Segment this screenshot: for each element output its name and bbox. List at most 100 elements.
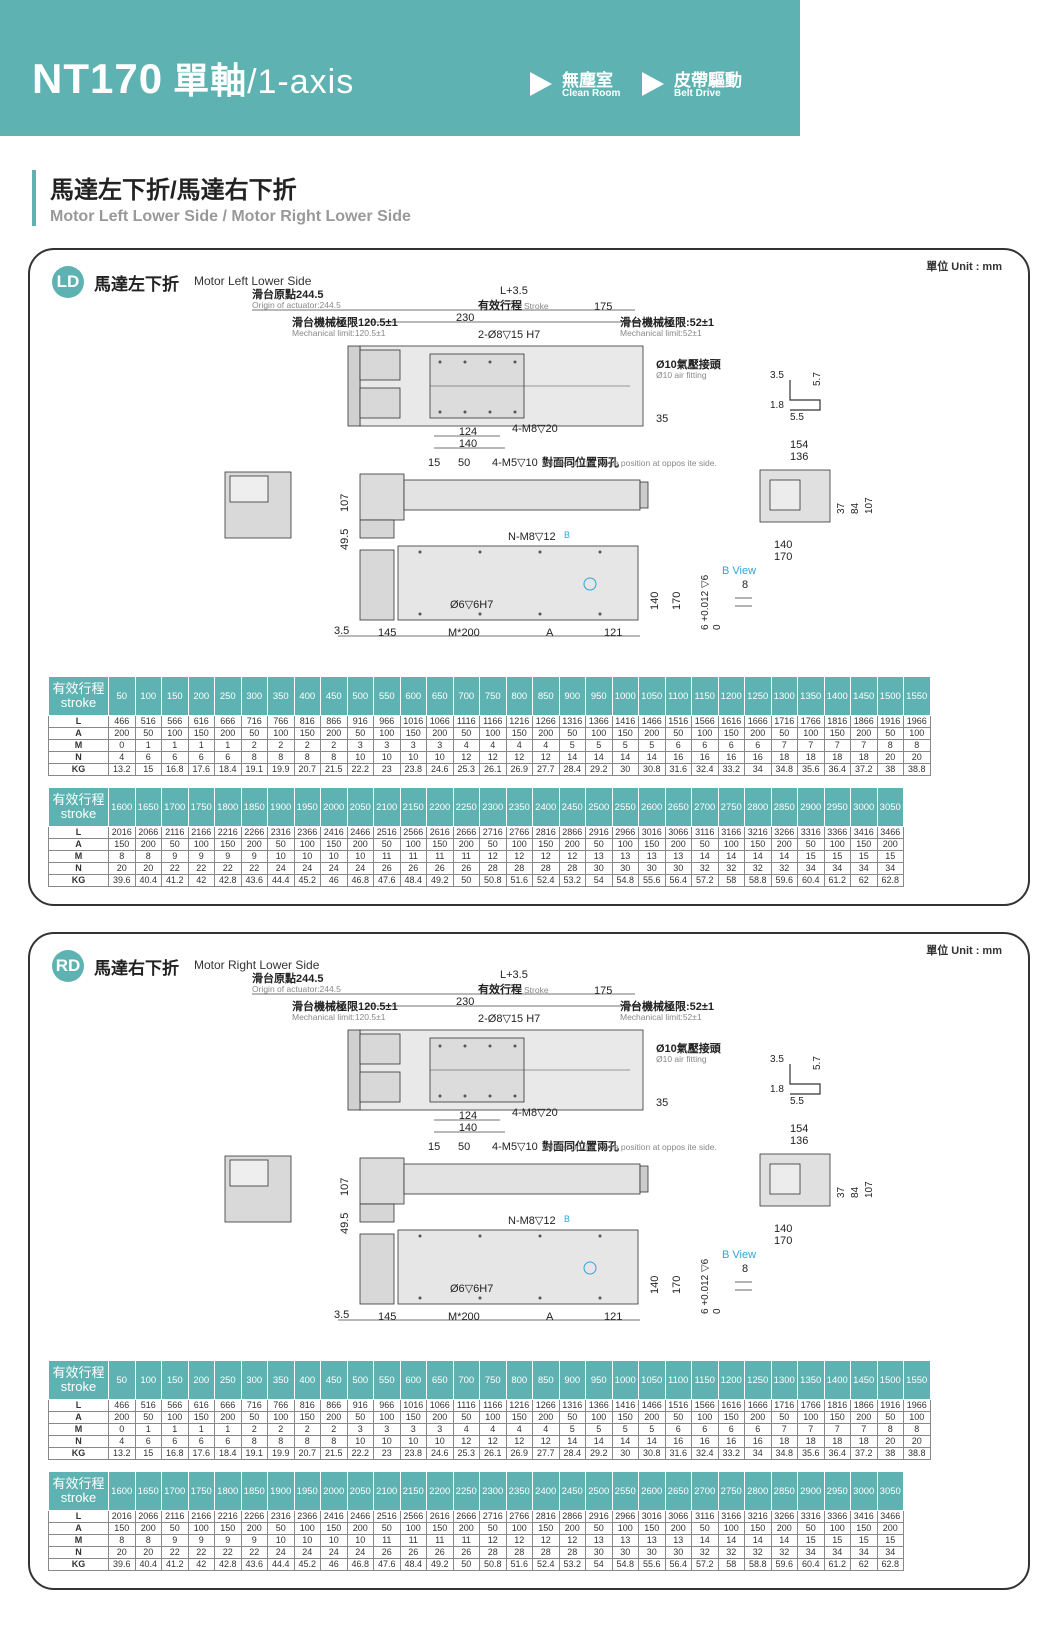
table-cell: 16 <box>717 1435 745 1448</box>
table-cell: 62 <box>850 1558 878 1571</box>
table-cell: 3466 <box>876 1510 904 1523</box>
stroke-value: 450 <box>320 676 348 716</box>
table-cell: 50 <box>691 1522 719 1535</box>
table-cell: 100 <box>267 727 295 740</box>
table-cell: 8 <box>293 751 321 764</box>
table-cell: 200 <box>134 1522 162 1535</box>
table-cell: 100 <box>187 1522 215 1535</box>
bolt-hole <box>478 612 482 616</box>
stroke-value: 2550 <box>611 787 639 827</box>
table-cell: 2966 <box>611 826 639 839</box>
label-mech_l_en: Mechanical limit:120.5±1 <box>292 328 386 338</box>
table-cell: 37.2 <box>850 1447 878 1460</box>
table-cell: 2616 <box>426 1510 454 1523</box>
table-cell: 34.8 <box>770 763 798 776</box>
table-cell: 100 <box>293 838 321 851</box>
table-cell: 15 <box>823 850 851 863</box>
label-origin_cn: 滑台原點244.5 <box>252 971 324 985</box>
table-cell: 22 <box>214 862 242 875</box>
table-cell: 200 <box>452 838 480 851</box>
table-cell: 11 <box>399 1534 427 1547</box>
table-cell: 10 <box>293 850 321 863</box>
table-cell: 34 <box>797 862 825 875</box>
table-cell: 1866 <box>850 1399 878 1412</box>
label-d3-5: 3.5 <box>770 1054 784 1065</box>
section-title-cn: 馬達左下折/馬達右下折 <box>50 177 297 204</box>
table-cell: 200 <box>532 1411 560 1424</box>
table-cell: 1616 <box>717 1399 745 1412</box>
label-tol0: 0 <box>712 624 723 630</box>
table-cell: 55.6 <box>638 1558 666 1571</box>
stroke-value: 650 <box>426 676 454 716</box>
motor-side <box>359 1157 405 1205</box>
table-cell: 16 <box>664 751 692 764</box>
table-cell: 3266 <box>770 826 798 839</box>
stroke-value: 1700 <box>161 787 189 827</box>
table-cell: 11 <box>373 1534 401 1547</box>
label-d175: 175 <box>594 301 612 313</box>
table-cell: 100 <box>691 727 719 740</box>
table-cell: 100 <box>505 838 533 851</box>
table-cell: 3116 <box>691 1510 719 1523</box>
table-cell: 150 <box>744 1522 772 1535</box>
table-cell: 1716 <box>770 715 798 728</box>
table-cell: 50 <box>267 838 295 851</box>
table-cell: 1166 <box>479 1399 507 1412</box>
model-name: NT170 <box>32 55 164 102</box>
table-cell: 100 <box>823 838 851 851</box>
bolt-hole <box>438 1044 442 1048</box>
row-label: M <box>48 1534 109 1547</box>
label-origin_cn: 滑台原點244.5 <box>252 287 324 301</box>
table-cell: 13 <box>585 850 613 863</box>
stroke-value: 1950 <box>293 1471 321 1511</box>
label-d55: 5.5 <box>790 1096 804 1107</box>
table-cell: 40.4 <box>134 1558 162 1571</box>
table-cell: 1516 <box>664 1399 692 1412</box>
stroke-value: 2900 <box>797 1471 825 1511</box>
table-cell: 50 <box>770 727 798 740</box>
table-cell: 26.9 <box>505 763 533 776</box>
table-cell: 200 <box>108 1411 136 1424</box>
table-cell: 2116 <box>161 826 189 839</box>
stroke-value: 1900 <box>267 787 295 827</box>
table-cell: 2416 <box>320 826 348 839</box>
table-cell: 2966 <box>611 1510 639 1523</box>
row-label: N <box>48 1435 109 1448</box>
table-cell: 62 <box>850 874 878 887</box>
table-cell: 1 <box>187 1423 215 1436</box>
table-cell: 22.2 <box>346 763 374 776</box>
table-cell: 58 <box>717 1558 745 1571</box>
stroke-value: 450 <box>320 1360 348 1400</box>
stroke-value: 1000 <box>611 676 639 716</box>
stroke-value: 950 <box>585 676 613 716</box>
table-cell: 8 <box>903 739 931 752</box>
table-cell: 150 <box>293 727 321 740</box>
table-cell: 61.2 <box>823 874 851 887</box>
table-cell: 14 <box>744 1534 772 1547</box>
stroke-value: 1600 <box>108 787 136 827</box>
table-cell: 11 <box>373 850 401 863</box>
table-cell: 24 <box>346 1546 374 1559</box>
table-cell: 8 <box>320 751 348 764</box>
table-cell: 30 <box>638 862 666 875</box>
stroke-value: 1250 <box>744 676 772 716</box>
table-cell: 150 <box>823 1411 851 1424</box>
table-cell: 466 <box>108 715 136 728</box>
table-cell: 150 <box>611 727 639 740</box>
table-cell: 12 <box>505 1534 533 1547</box>
table-cell: 1466 <box>638 1399 666 1412</box>
stroke-value: 1850 <box>240 1471 268 1511</box>
table-cell: 2566 <box>399 826 427 839</box>
table-cell: 150 <box>399 727 427 740</box>
table-cell: 50 <box>373 838 401 851</box>
table-cell: 3416 <box>850 1510 878 1523</box>
table-cell: 18.4 <box>214 1447 242 1460</box>
table-cell: 14 <box>638 751 666 764</box>
table-cell: 13 <box>611 1534 639 1547</box>
table-cell: 53.2 <box>558 874 586 887</box>
table-cell: 30 <box>611 1447 639 1460</box>
stroke-value: 1500 <box>876 1360 904 1400</box>
